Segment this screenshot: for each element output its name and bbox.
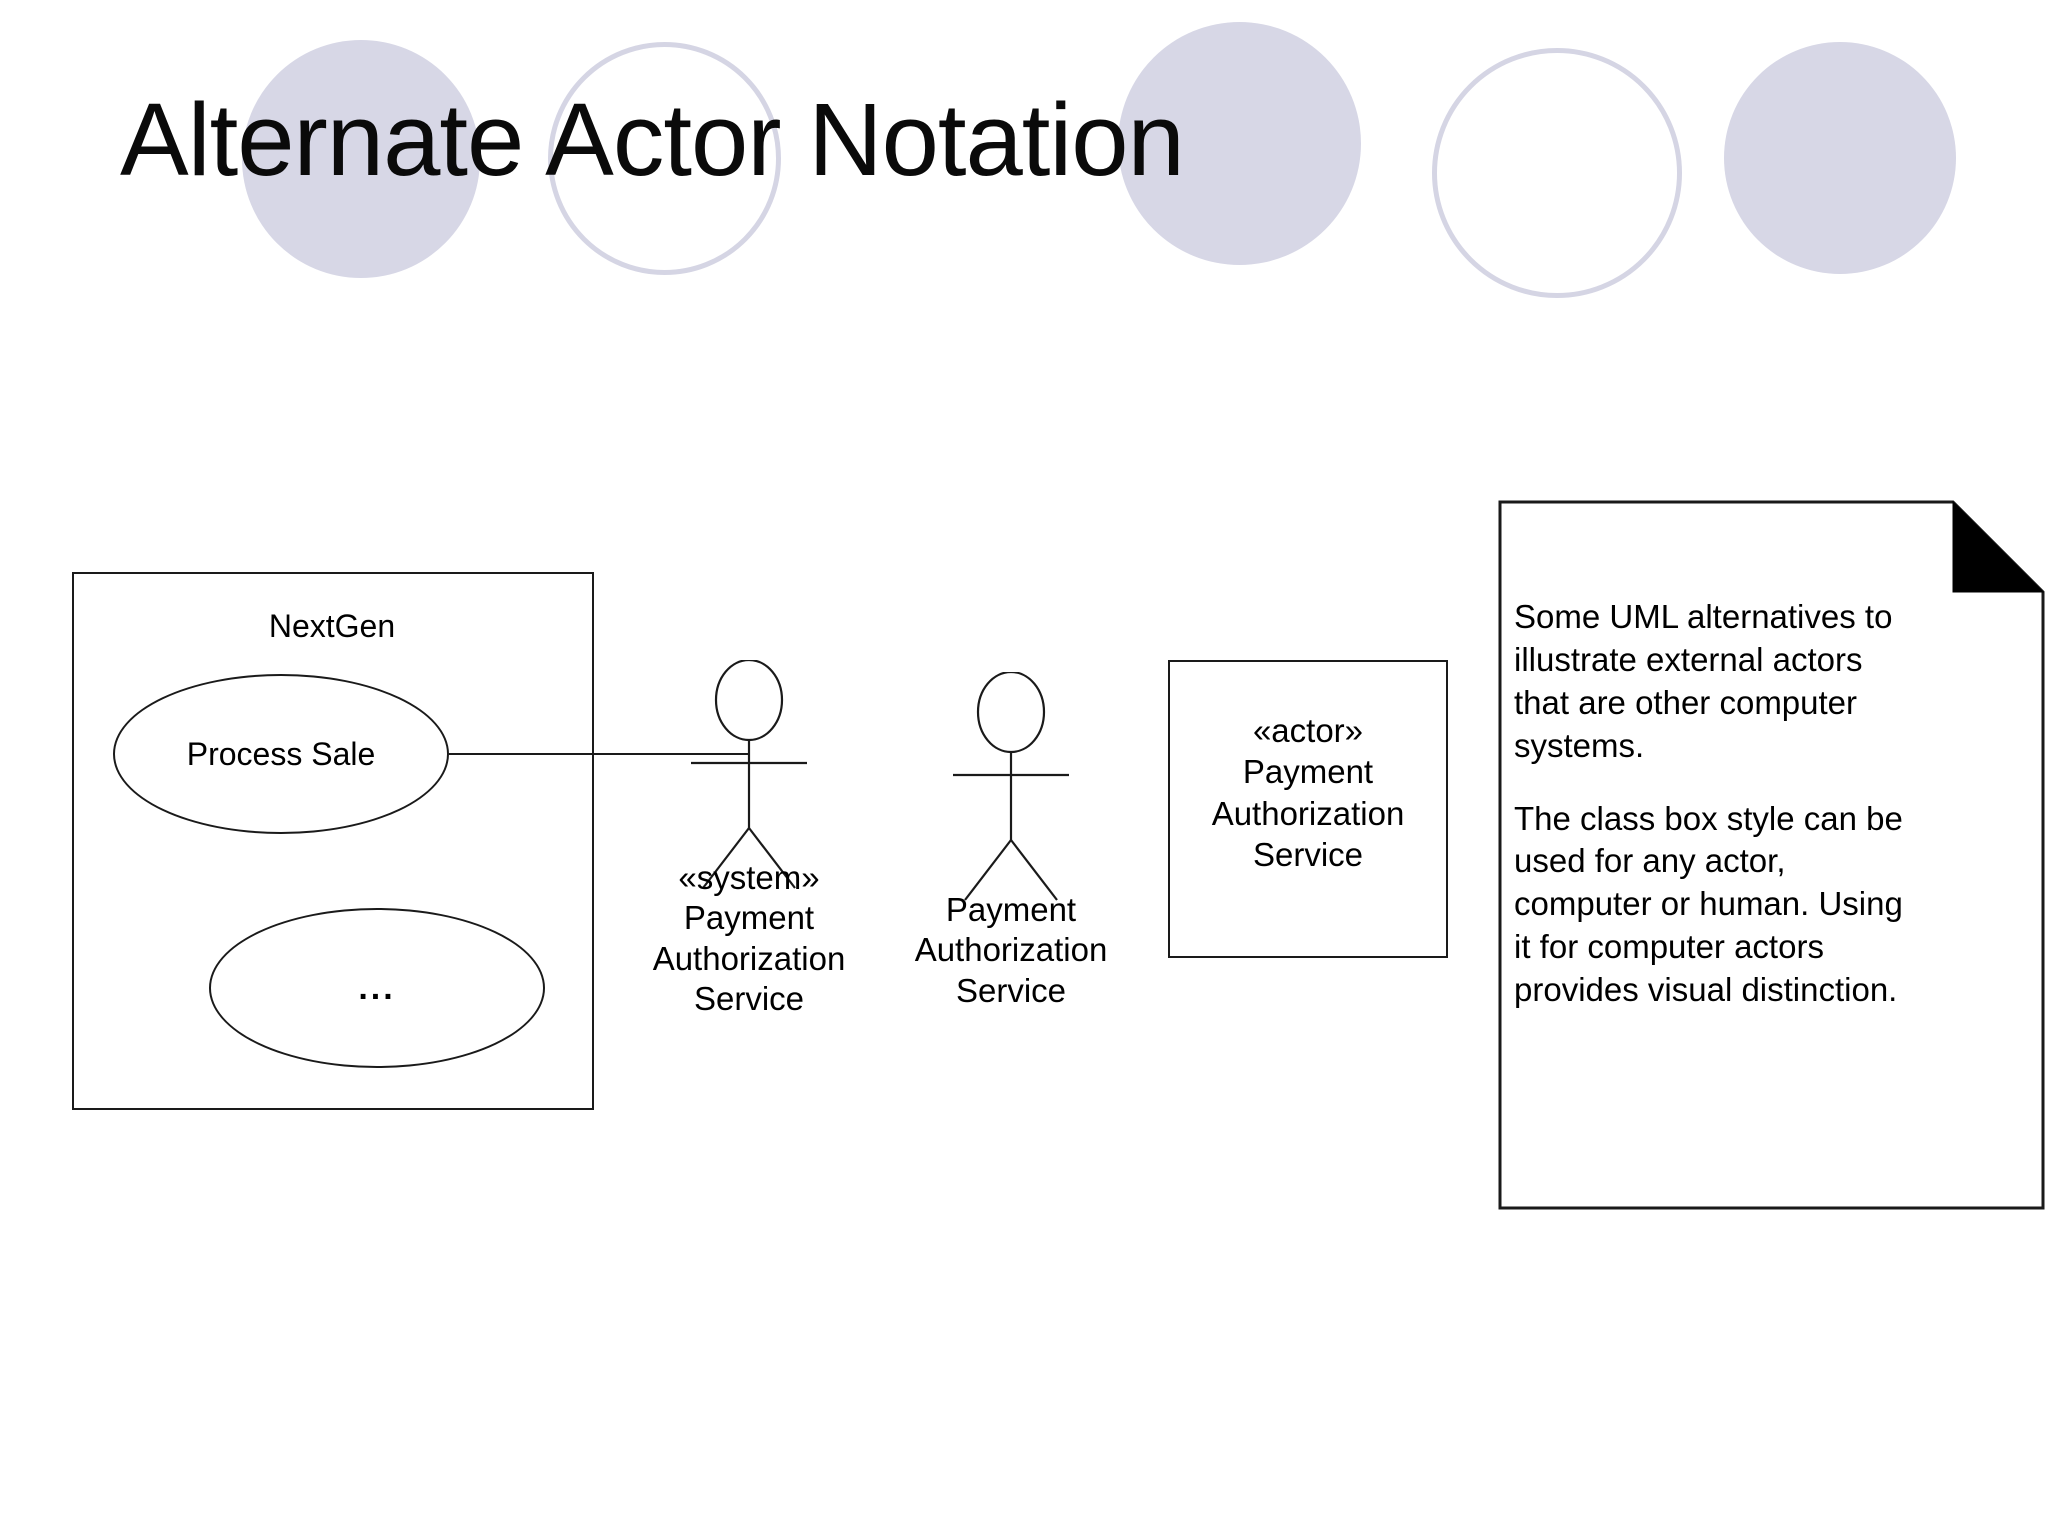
note-paragraph-1: Some UML alternatives to illustrate exte… bbox=[1514, 598, 1893, 764]
note-paragraph-2: The class box style can be used for any … bbox=[1514, 799, 1903, 1009]
actor-name-line-1: Payment bbox=[945, 891, 1077, 928]
actor-stick-figure-system-caption: «system» Payment Authorization Service bbox=[569, 858, 929, 1019]
decorative-circle-2 bbox=[548, 42, 781, 275]
page-title: Alternate Actor Notation bbox=[120, 82, 1185, 197]
decorative-circle-4 bbox=[1432, 48, 1682, 298]
use-case-ellipsis-label: ... bbox=[358, 968, 396, 1007]
actor-class-box[interactable]: «actor» Payment Authorization Service bbox=[1168, 660, 1448, 958]
actor-name-line-1: Payment bbox=[683, 899, 815, 937]
use-case-process-sale-label: Process Sale bbox=[186, 735, 376, 772]
note-body-shape bbox=[1498, 500, 2045, 1210]
actor-class-box-text: «actor» Payment Authorization Service bbox=[1170, 710, 1446, 875]
association-line bbox=[449, 753, 748, 755]
note-text: Some UML alternatives to illustrate exte… bbox=[1514, 596, 1909, 1012]
note-outline bbox=[1498, 500, 2045, 1210]
decorative-circle-1 bbox=[242, 40, 480, 278]
actor-stick-figure-plain-caption: Payment Authorization Service bbox=[831, 890, 1191, 1011]
actor-stereotype-actor: «actor» bbox=[1252, 712, 1364, 749]
stick-figure-icon bbox=[953, 670, 1069, 901]
actor-name-line-3: Service bbox=[693, 979, 805, 1017]
actor-name-line-1: Payment bbox=[1242, 753, 1374, 791]
actor-stick-figure-system[interactable] bbox=[673, 658, 825, 890]
decorative-circle-3 bbox=[1118, 22, 1361, 265]
note-dog-ear-icon bbox=[1952, 500, 2045, 593]
stick-figure-icon bbox=[691, 658, 807, 889]
actor-name-line-3: Service bbox=[955, 971, 1067, 1009]
use-case-process-sale[interactable]: Process Sale bbox=[113, 674, 449, 834]
actor-name-line-2: Authorization bbox=[914, 931, 1108, 969]
system-boundary-name: NextGen bbox=[268, 608, 396, 644]
actor-name-line-2: Authorization bbox=[1211, 794, 1405, 832]
actor-stereotype-system: «system» bbox=[678, 859, 820, 896]
actor-name-line-2: Authorization bbox=[652, 939, 846, 977]
decorative-circle-5 bbox=[1724, 42, 1956, 274]
actor-stick-figure-plain[interactable] bbox=[935, 670, 1087, 902]
actor-name-line-3: Service bbox=[1252, 835, 1364, 873]
use-case-ellipsis[interactable]: ... bbox=[209, 908, 545, 1068]
